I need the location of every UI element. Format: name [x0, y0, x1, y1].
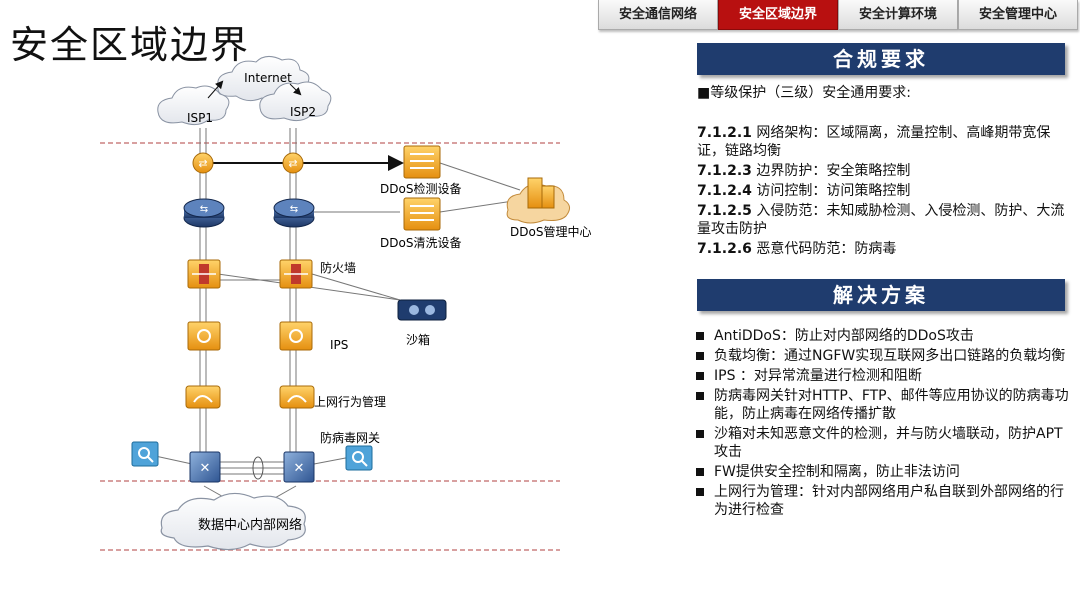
compliance-item: 7.1.2.6 恶意代码防范：防病毒 — [697, 241, 897, 257]
svg-text:✕: ✕ — [200, 461, 211, 476]
tab-secure-management[interactable]: 安全管理中心 — [958, 0, 1078, 30]
ddos-management-center-label: DDoS管理中心 — [510, 224, 591, 239]
network-diagram: Internet ISP1 ISP2 ⇄ ⇄ ⇆ ⇆ — [100, 56, 591, 551]
web-behavior-right-icon — [279, 385, 315, 409]
compliance-item: 7.1.2.3 边界防护：安全策略控制 — [697, 163, 911, 179]
solution-item: FW提供安全控制和隔离，防止非法访问 — [694, 463, 1072, 481]
core-router-right-icon: ⇆ — [273, 198, 315, 228]
core-switch-left-icon: ✕ — [189, 451, 221, 483]
ips-label: IPS — [330, 338, 348, 352]
isp1-label: ISP1 — [187, 111, 213, 125]
ips-right-icon — [279, 321, 313, 351]
svg-text:⇆: ⇆ — [290, 204, 298, 215]
sandbox-label: 沙箱 — [406, 332, 430, 347]
solution-list: AntiDDoS：防止对内部网络的DDoS攻击 负载均衡：通过NGFW实现互联网… — [694, 327, 1072, 521]
solution-header: 解决方案 — [697, 279, 1065, 311]
ddos-detect-device-icon — [403, 145, 441, 179]
tab-secure-computing[interactable]: 安全计算环境 — [838, 0, 958, 30]
datacenter-network-label: 数据中心内部网络 — [198, 517, 302, 533]
solution-item: AntiDDoS：防止对内部网络的DDoS攻击 — [694, 327, 1072, 345]
ddos-detect-label: DDoS检测设备 — [380, 181, 461, 196]
core-router-left-icon: ⇆ — [183, 198, 225, 228]
web-behavior-label: 上网行为管理 — [314, 394, 386, 409]
solution-item: 上网行为管理：针对内部网络用户私自联到外部网络的行为进行检查 — [694, 483, 1072, 519]
isp2-label: ISP2 — [290, 105, 316, 119]
solution-item: 防病毒网关针对HTTP、FTP、邮件等应用协议的防病毒功能，防止病毒在网络传播扩… — [694, 387, 1072, 423]
datacenter-network-cloud: 数据中心内部网络 — [160, 492, 306, 551]
compliance-intro: ■等级保护（三级）安全通用要求: — [697, 85, 911, 101]
ips-left-icon — [187, 321, 221, 351]
solution-item: 负载均衡：通过NGFW实现互联网多出口链路的负载均衡 — [694, 347, 1072, 365]
core-switch-right-icon: ✕ — [283, 451, 315, 483]
internet-label: Internet — [244, 71, 292, 85]
tab-secure-communication[interactable]: 安全通信网络 — [598, 0, 718, 30]
svg-text:✕: ✕ — [294, 461, 305, 476]
isp2-cloud: ISP2 — [259, 81, 332, 122]
uplink-router-isp1-icon: ⇄ — [192, 152, 214, 174]
firewall-label: 防火墙 — [320, 260, 356, 275]
page-title: 安全区域边界 — [10, 23, 251, 67]
compliance-header: 合规要求 — [697, 43, 1065, 75]
solution-item: 沙箱对未知恶意文件的检测，并与防火墙联动，防护APT攻击 — [694, 425, 1072, 461]
compliance-item: 7.1.2.5 入侵防范：未知威胁检测、入侵检测、防护、大流量攻击防护 — [697, 203, 1065, 237]
compliance-item: 7.1.2.1 网络架构：区域隔离，流量控制、高峰期带宽保证，链路均衡 — [697, 125, 1051, 159]
ddos-clean-device-icon — [403, 197, 441, 231]
tab-secure-boundary[interactable]: 安全区域边界 — [718, 0, 838, 30]
svg-text:⇆: ⇆ — [200, 204, 208, 215]
solution-item: IPS ：对异常流量进行检测和阻断 — [694, 367, 1072, 385]
compliance-list: 7.1.2.1 网络架构：区域隔离，流量控制、高峰期带宽保证，链路均衡 7.1.… — [697, 124, 1067, 260]
av-gateway-right-icon — [345, 445, 373, 471]
ddos-management-center-icon — [506, 177, 570, 224]
firewall-left-icon — [187, 259, 221, 289]
web-behavior-left-icon — [185, 385, 221, 409]
av-gateway-left-icon — [131, 441, 159, 467]
compliance-item: 7.1.2.4 访问控制：访问策略控制 — [697, 183, 911, 199]
sandbox-icon — [397, 299, 447, 321]
isp1-cloud: ISP1 — [157, 85, 230, 126]
svg-text:⇄: ⇄ — [198, 157, 207, 170]
firewall-right-icon — [279, 259, 313, 289]
svg-text:⇄: ⇄ — [288, 157, 297, 170]
av-gateway-label: 防病毒网关 — [320, 430, 380, 445]
uplink-router-isp2-icon: ⇄ — [282, 152, 304, 174]
ddos-clean-label: DDoS清洗设备 — [380, 236, 461, 250]
